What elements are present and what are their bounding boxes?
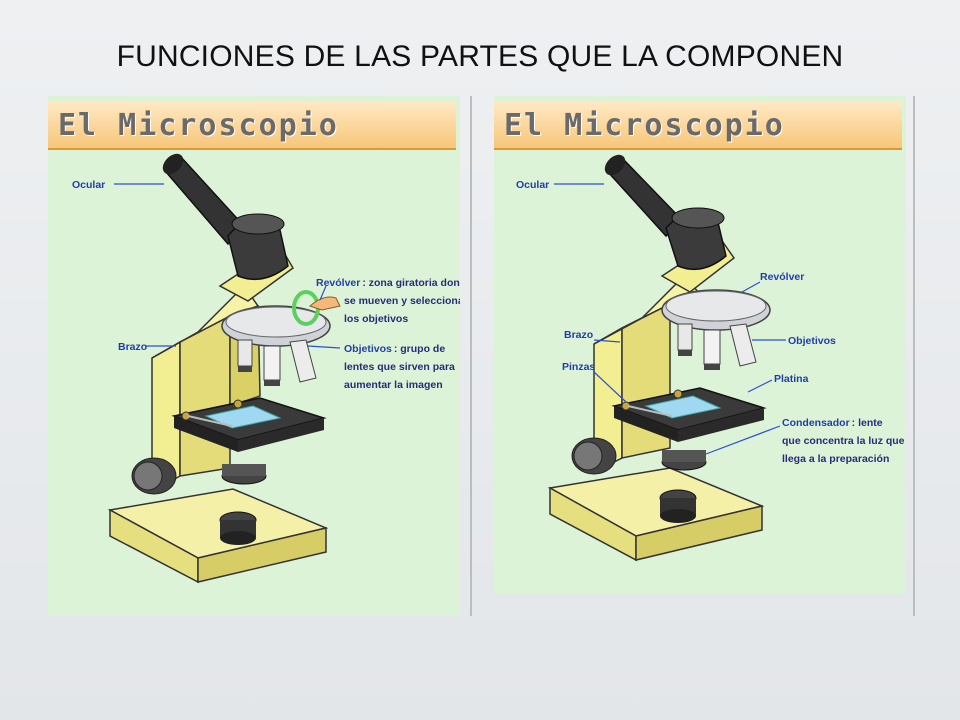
label-revolver-name: Revólver <box>316 277 360 289</box>
pinzas-leader-line <box>593 371 627 403</box>
left-banner: El Microscopio <box>48 102 456 150</box>
revolver-leader-line <box>741 281 761 293</box>
right-microscope-panel: El Microscopio <box>494 96 906 594</box>
slide-title: FUNCIONES DE LAS PARTES QUE LA COMPONEN <box>116 40 844 73</box>
revolver-desc-line3: los objetivos <box>344 313 408 325</box>
label-revolver: Revólver: zona giratoria donde <box>316 277 460 289</box>
condensador-leader-line <box>705 425 781 455</box>
right-banner: El Microscopio <box>494 102 902 150</box>
revolver-leader-line <box>319 285 327 301</box>
revolver-desc-line1: : zona giratoria donde <box>362 277 460 289</box>
label-brazo: Brazo <box>564 329 593 341</box>
objetivos-desc-line3: aumentar la imagen <box>344 379 443 391</box>
label-objetivos: Objetivos <box>788 335 836 347</box>
right-banner-title: El Microscopio <box>504 108 785 143</box>
label-ocular: Ocular <box>516 179 549 191</box>
right-microscope-illustration: Ocular Revólver Brazo Pinzas Objetivos P… <box>516 154 905 562</box>
label-objetivos: Objetivos: grupo de <box>344 343 445 355</box>
label-ocular: Ocular <box>72 179 105 191</box>
label-condensador: Condensador: lente <box>782 417 883 429</box>
condensador-desc-line2: que concentra la luz que <box>782 435 905 447</box>
left-banner-title: El Microscopio <box>58 108 339 143</box>
label-condensador-name: Condensador <box>782 417 850 429</box>
label-platina: Platina <box>774 373 809 385</box>
brazo-leader-line <box>593 339 621 343</box>
objetivos-desc-line2: lentes que sirven para <box>344 361 455 373</box>
condensador-desc-line1: : lente <box>852 417 883 429</box>
label-revolver: Revólver <box>760 271 804 283</box>
left-microscope-panel: El Microscopio <box>48 96 460 616</box>
panel-divider-right <box>913 96 915 616</box>
label-pinzas: Pinzas <box>562 361 595 373</box>
platina-leader-line <box>747 379 773 393</box>
label-objetivos-name: Objetivos <box>344 343 392 355</box>
left-microscope-illustration: Ocular Brazo Revólver: zona giratoria do… <box>72 153 460 584</box>
label-brazo: Brazo <box>118 341 147 353</box>
condensador-desc-line3: llega a la preparación <box>782 453 889 465</box>
objetivos-desc-line1: : grupo de <box>394 343 445 355</box>
panel-divider-left <box>470 96 472 616</box>
objetivos-leader-line <box>307 345 341 349</box>
revolver-desc-line2: se mueven y seleccionan <box>344 295 460 307</box>
